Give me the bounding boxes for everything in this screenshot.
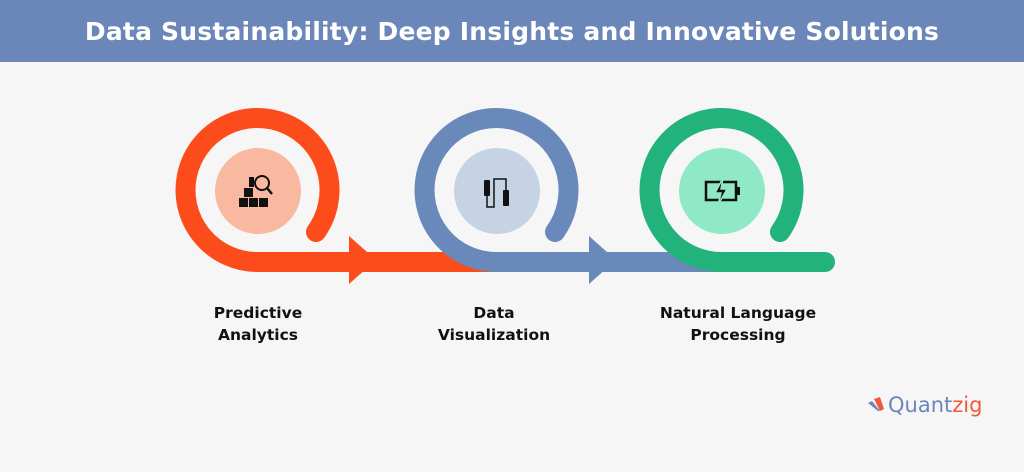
label-line: Visualization <box>437 326 551 344</box>
page-title: Data Sustainability: Deep Insights and I… <box>84 16 940 46</box>
step-1-label: Predictive Analytics <box>148 302 368 346</box>
label-line: Data <box>473 304 515 322</box>
step-2-inner-circle <box>454 148 540 234</box>
step-1-loop <box>175 108 505 284</box>
label-line: Predictive <box>213 304 303 322</box>
title-banner: Data Sustainability: Deep Insights and I… <box>0 0 1024 62</box>
step-2-loop <box>414 108 740 284</box>
usb-cable-icon <box>484 178 509 208</box>
arrow-head <box>349 236 376 284</box>
step-2-label: Data Visualization <box>384 302 604 346</box>
logo-mark-icon <box>868 397 884 411</box>
arrow-head <box>589 236 616 284</box>
step-3-label: Natural Language Processing <box>628 302 848 346</box>
boxes-search-icon <box>239 175 273 207</box>
step-3-loop <box>639 108 835 273</box>
logo-text: Quant <box>888 393 953 417</box>
logo-text-accent: zig <box>952 393 983 417</box>
step-1-inner-circle <box>215 148 301 234</box>
label-line: Analytics <box>217 326 299 344</box>
battery-charging-icon <box>704 177 740 206</box>
label-line: Processing <box>690 326 786 344</box>
label-line: Natural Language <box>659 304 817 322</box>
